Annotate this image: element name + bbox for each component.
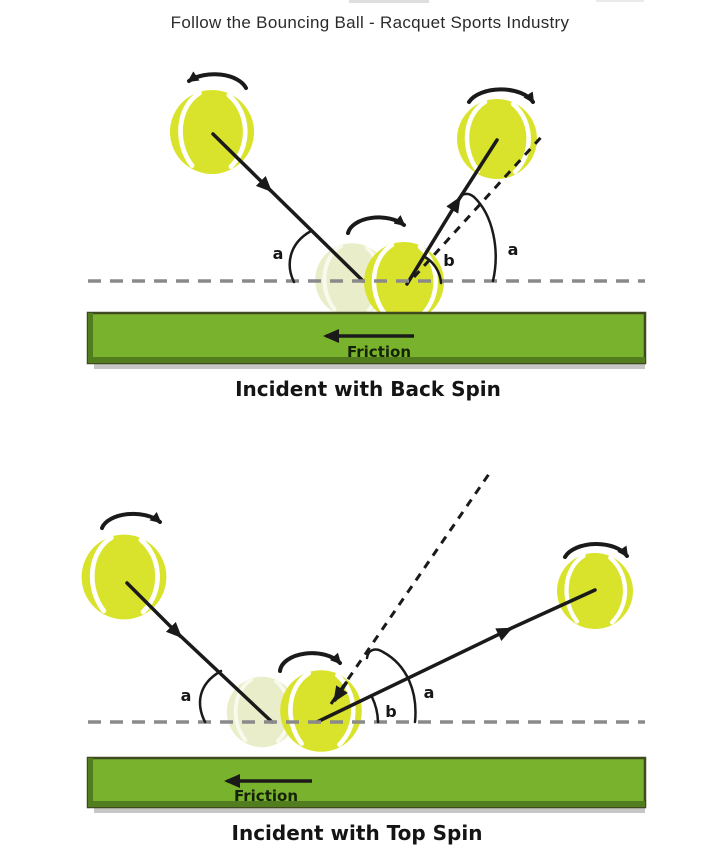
reference-angle-label: a — [508, 240, 519, 259]
tennis-ball — [280, 670, 362, 752]
surface-edge — [88, 801, 645, 807]
bounce-rotation-arrow — [346, 215, 406, 235]
diagram-caption: Incident with Top Spin — [232, 821, 483, 845]
reference-angle-label: a — [424, 683, 435, 702]
bounce-rotation-arrow — [278, 651, 342, 673]
incident-trajectory — [211, 132, 273, 193]
rebound-angle-arc — [423, 255, 443, 285]
topspin-diagram: a b a Friction Incident with Top Spin — [82, 470, 647, 845]
topspin-rotation-arrow — [100, 511, 162, 530]
rebound-trajectory — [405, 196, 461, 286]
reference-angle-arc — [365, 648, 417, 724]
scan-artifact — [596, 0, 644, 2]
rebound-trajectory — [315, 627, 513, 724]
surface-edge — [88, 313, 93, 363]
incident-trajectory — [261, 181, 365, 283]
no-spin-reference-trajectory — [329, 470, 493, 705]
surface-edge — [88, 758, 93, 807]
incident-trajectory — [171, 627, 274, 724]
page-title: Follow the Bouncing Ball - Racquet Sport… — [171, 13, 570, 32]
incident-angle-arc — [288, 229, 313, 284]
no-spin-reference-trajectory — [412, 132, 546, 279]
incident-angle-label: a — [181, 686, 192, 705]
incident-trajectory — [125, 581, 183, 639]
friction-label: Friction — [234, 787, 298, 805]
incident-angle-arc — [198, 669, 223, 724]
no-spin-reference-arrowhead — [333, 681, 348, 703]
diagram-caption: Incident with Back Spin — [235, 377, 501, 401]
friction-label: Friction — [347, 343, 411, 361]
rebound-angle-label: b — [385, 702, 396, 721]
surface-edge — [88, 357, 645, 363]
backspin-rotation-arrow — [187, 71, 248, 90]
rebound-trajectory — [501, 588, 597, 634]
scan-artifact — [349, 0, 429, 3]
court-surface-bar — [86, 756, 647, 809]
rebound-angle-arc — [370, 695, 380, 724]
rebound-rotation-arrow — [467, 87, 535, 104]
reference-angle-arc — [456, 192, 497, 283]
surface-shadow — [94, 808, 645, 813]
tennis-ball — [82, 535, 167, 620]
surface-shadow — [94, 364, 645, 369]
incident-angle-label: a — [273, 244, 284, 263]
rebound-angle-label: b — [443, 251, 454, 270]
rebound-rotation-arrow — [563, 542, 629, 559]
backspin-diagram: a b a Friction Incident with Back Spin — [86, 71, 647, 401]
